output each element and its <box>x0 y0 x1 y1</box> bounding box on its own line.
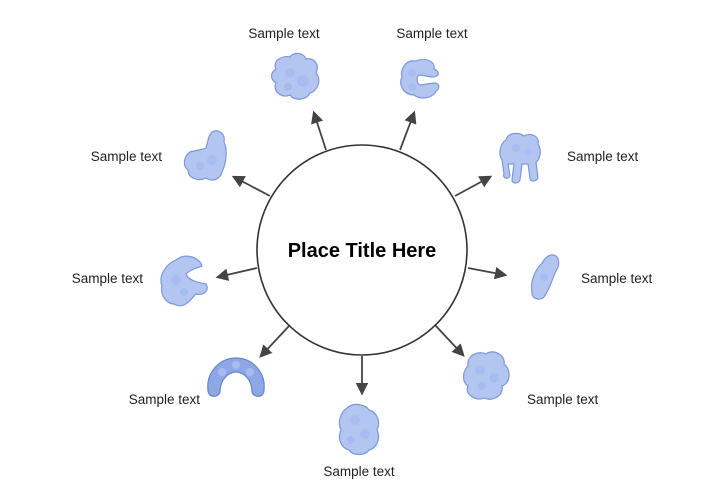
protein-globular-icon <box>462 351 510 400</box>
label-top-right: Sample text <box>396 26 468 41</box>
label-left: Sample text <box>72 271 144 286</box>
protein-compact-icon <box>338 403 380 456</box>
center-circle <box>256 144 468 356</box>
protein-l-shape-icon <box>183 130 227 181</box>
protein-blob-icon <box>270 52 320 100</box>
label-lower-right: Sample text <box>527 392 599 407</box>
arrow-lower-left <box>259 325 290 358</box>
protein-bean-icon <box>530 254 560 300</box>
arrow-right <box>467 266 508 280</box>
protein-open-c-icon <box>400 58 440 99</box>
arrow-upper-left <box>231 175 271 197</box>
arrows-group <box>215 110 508 396</box>
protein-legs-icon <box>499 132 541 184</box>
label-right: Sample text <box>581 271 653 286</box>
arrow-top-left <box>311 110 327 151</box>
label-upper-left: Sample text <box>91 149 163 164</box>
diagram-title: Place Title Here <box>288 240 437 262</box>
icons-group <box>160 52 560 456</box>
label-bottom: Sample text <box>323 464 395 479</box>
arrow-top-right <box>399 110 417 151</box>
protein-arch-icon <box>207 357 265 397</box>
label-upper-right: Sample text <box>567 149 639 164</box>
arrow-upper-right <box>454 175 493 197</box>
protein-hook-icon <box>160 255 208 307</box>
label-lower-left: Sample text <box>129 392 201 407</box>
labels-group: Sample text Sample text Sample text Samp… <box>72 26 653 479</box>
arrow-left <box>215 267 258 281</box>
arrow-lower-right <box>434 324 465 357</box>
label-top-left: Sample text <box>248 26 320 41</box>
